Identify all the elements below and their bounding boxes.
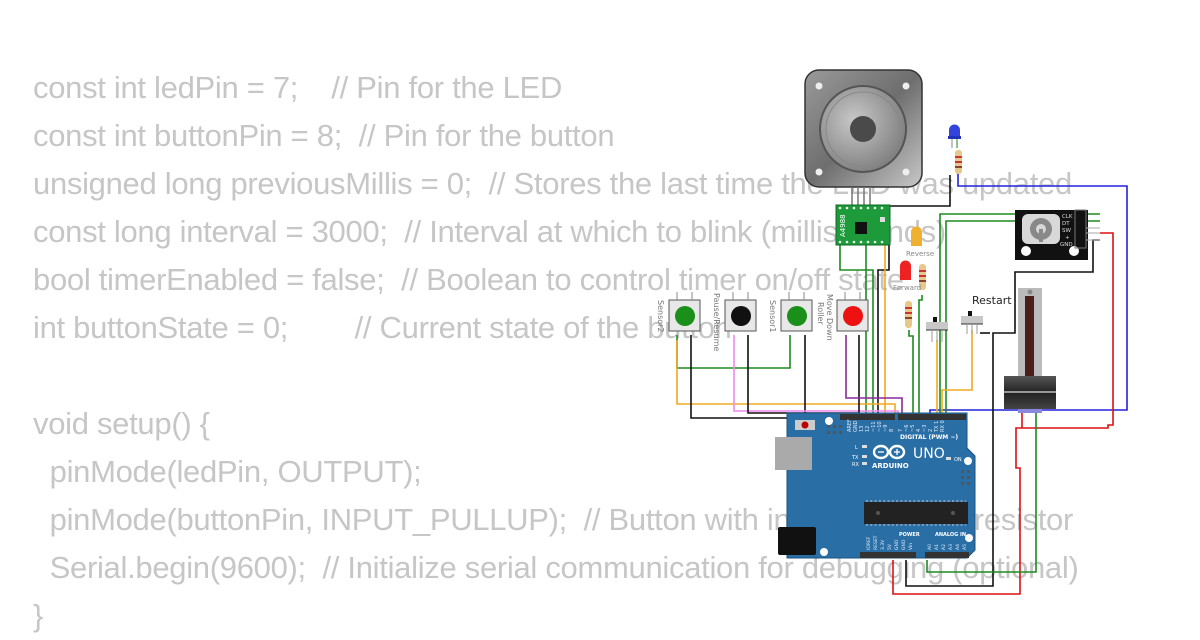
digital-pin-label: ~10 <box>877 421 883 432</box>
arduino-logo-icon <box>872 444 906 460</box>
resistor <box>955 150 962 174</box>
code-line: Serial.begin(9600); // Initialize serial… <box>33 550 1079 585</box>
resistor <box>905 301 912 328</box>
button-label: Pause/Resume <box>712 293 721 351</box>
wire-green[interactable] <box>908 330 914 418</box>
power-pin-label: IOREF <box>866 536 872 550</box>
analog-pin-label: A4 <box>955 544 961 550</box>
digital-pin-label: RX 0 <box>940 420 946 432</box>
push-button-sensor2[interactable]: Sensor2 <box>656 292 701 333</box>
wire-orange[interactable] <box>941 330 973 418</box>
power-pin-label: RESET <box>873 535 879 550</box>
digital-pin-label: TX 1 <box>934 421 940 433</box>
restart-label: Restart <box>972 294 1012 307</box>
code-editor-background: const int ledPin = 7; // Pin for the LED… <box>33 64 1079 640</box>
wire-orange[interactable] <box>676 340 896 418</box>
digital-pin-label: AREF <box>847 419 853 432</box>
slide-potentiometer[interactable] <box>1004 288 1056 413</box>
encoder-pin-label: GND <box>1060 242 1073 248</box>
l-led-label: L <box>855 445 858 451</box>
arduino-model: UNO <box>913 446 945 462</box>
digital-pin-label: ~3 <box>922 425 928 432</box>
analog-pin-label: A5 <box>962 544 968 550</box>
code-line: pinMode(ledPin, OUTPUT); <box>33 454 422 489</box>
stepper-motor[interactable] <box>804 69 923 205</box>
resistor <box>919 264 926 290</box>
digital-pin-label: ~11 <box>871 421 877 432</box>
code-line: const int buttonPin = 8; // Pin for the … <box>33 118 615 153</box>
push-button-pause-resume[interactable]: Pause/Resume <box>712 292 757 351</box>
driver-label: A4988 <box>839 214 847 237</box>
push-button-move-down-roller[interactable]: Move Down Roller <box>816 292 869 341</box>
a4988-driver[interactable]: A4988 <box>835 204 891 246</box>
code-line: void setup() { <box>33 406 210 441</box>
analog-pin-label: A2 <box>941 544 947 550</box>
power-pin-label: 5V <box>887 543 893 550</box>
led-forward-label: Forward <box>893 284 921 292</box>
power-pin-label: 3.3V <box>880 539 886 550</box>
wire-blue[interactable] <box>929 165 1128 418</box>
power-pin-label: GND <box>901 539 907 550</box>
button-label: Roller <box>816 302 825 325</box>
on-led-label: ON <box>954 457 962 463</box>
code-line: bool timerEnabled = false; // Boolean to… <box>33 262 904 297</box>
encoder-pin-label: SW <box>1062 228 1071 234</box>
wire-green[interactable] <box>926 405 1037 573</box>
digital-pin-label: 13 <box>859 426 865 432</box>
wire-red[interactable] <box>892 232 1114 595</box>
led-forward[interactable]: Forward <box>893 260 921 293</box>
button-label: Sensor2 <box>656 300 665 333</box>
led-blue[interactable] <box>948 124 961 149</box>
wire-green[interactable] <box>918 295 923 418</box>
digital-pin-label: 12 <box>865 426 871 432</box>
encoder-pin-label: + <box>1065 235 1070 241</box>
arduino-brand: ARDUINO <box>872 462 909 470</box>
code-line: int buttonState = 0; // Current state of… <box>33 310 732 345</box>
led-reverse[interactable]: Reverse <box>906 226 934 258</box>
digital-label: DIGITAL (PWM ~) <box>900 434 958 441</box>
analog-label: ANALOG IN <box>935 532 966 538</box>
restart-switch[interactable]: Restart <box>961 294 1012 334</box>
encoder-pin-label: CLK <box>1062 214 1073 220</box>
digital-pin-label: 7 <box>898 429 904 432</box>
push-button-sensor1[interactable]: Sensor1 <box>768 292 813 333</box>
button-label: Sensor1 <box>768 300 777 333</box>
rx-led-label: RX <box>852 462 859 468</box>
power-label: POWER <box>899 532 920 538</box>
button-label: Move Down <box>825 294 834 341</box>
power-pin-label: Vin <box>908 543 914 550</box>
code-line: } <box>33 598 44 633</box>
digital-pin-label: 4 <box>916 429 922 432</box>
power-pin-label: GND <box>894 539 900 550</box>
wire-green[interactable] <box>839 245 874 418</box>
digital-pin-label: ~5 <box>910 425 916 432</box>
digital-pin-label: GND <box>853 420 859 432</box>
digital-pin-label: 2 <box>928 429 934 432</box>
encoder-pin-label: DT <box>1062 221 1070 227</box>
digital-pin-label: ~9 <box>883 425 889 432</box>
digital-pin-label: 8 <box>889 429 895 432</box>
wire-purple[interactable] <box>845 335 903 418</box>
slide-switch[interactable] <box>926 317 948 342</box>
analog-pin-label: A0 <box>927 544 933 550</box>
code-line: const int ledPin = 7; // Pin for the LED <box>33 70 563 105</box>
digital-pin-label: ~6 <box>904 425 910 432</box>
rotary-encoder[interactable]: CLK DT SW + GND <box>1015 209 1100 260</box>
wire-black[interactable] <box>690 335 806 419</box>
wire-black[interactable] <box>747 335 860 414</box>
analog-pin-label: A1 <box>934 544 940 550</box>
led-reverse-label: Reverse <box>906 250 934 258</box>
wire-black[interactable] <box>905 239 1100 587</box>
analog-pin-label: A3 <box>948 544 954 550</box>
tx-led-label: TX <box>851 455 859 461</box>
